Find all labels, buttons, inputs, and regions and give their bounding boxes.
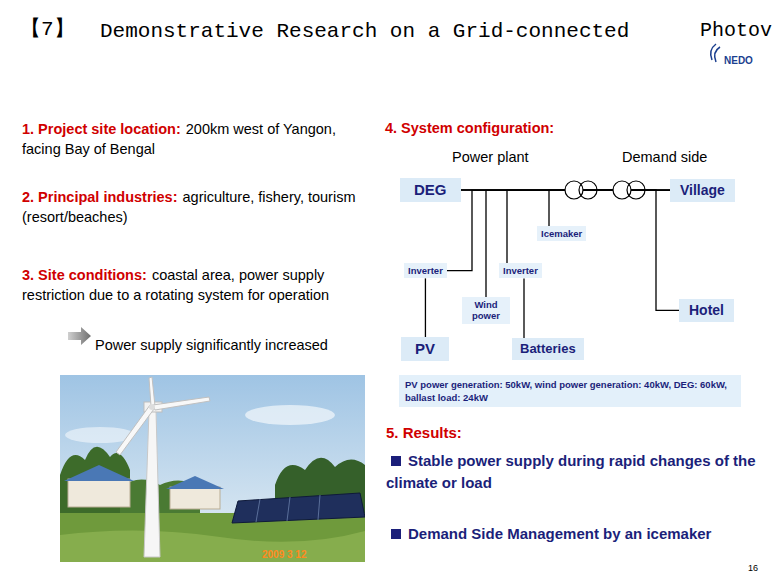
transformer-coil bbox=[627, 181, 645, 199]
spec-note-box: PV power generation: 50kW, wind power ge… bbox=[399, 375, 741, 407]
house-roof bbox=[64, 465, 134, 481]
text-block: 16 bbox=[748, 556, 758, 578]
title-fragment: Photov bbox=[700, 19, 772, 42]
turbine-hub bbox=[149, 404, 155, 410]
section-heading: 1. Project site location: bbox=[22, 121, 181, 137]
node-label: PV power generation: 50kW, wind power ge… bbox=[405, 378, 735, 404]
text-block: Power plant bbox=[452, 147, 529, 167]
text-block: Power supply significantly increased bbox=[95, 335, 328, 355]
node-label: Wind power bbox=[466, 299, 506, 322]
column-heading: Power plant bbox=[452, 149, 529, 165]
bullet bbox=[391, 456, 401, 466]
node-label: Village bbox=[680, 182, 725, 199]
text-block: 【7】 bbox=[20, 20, 75, 40]
load-box: Village bbox=[670, 179, 735, 202]
node-label: DEG bbox=[414, 181, 447, 199]
cloud bbox=[245, 405, 335, 425]
text-block: Demand side bbox=[622, 147, 707, 167]
text-block: Photov bbox=[700, 21, 772, 41]
source-box: DEG bbox=[400, 178, 461, 202]
power-line bbox=[447, 190, 670, 270]
result-text: Demand Side Management by an icemaker bbox=[408, 525, 711, 542]
turbine-blade bbox=[116, 405, 154, 455]
sky bbox=[60, 375, 365, 562]
text-block: 1. Project site location:200km west of Y… bbox=[22, 119, 340, 159]
power-line bbox=[486, 190, 670, 297]
section-heading: 4. System configuration: bbox=[385, 120, 554, 136]
result-note: Power supply significantly increased bbox=[95, 337, 328, 353]
power-line bbox=[507, 190, 670, 263]
source-box: PV bbox=[401, 337, 449, 361]
storage-box: Batteries bbox=[512, 338, 584, 360]
page-number: 16 bbox=[748, 563, 758, 573]
inverter-box: Inverter bbox=[499, 263, 542, 278]
grass bbox=[60, 530, 365, 562]
bus-line bbox=[597, 189, 613, 190]
text-block: 2. Principal industries:agriculture, fis… bbox=[22, 187, 362, 227]
house-roof bbox=[166, 476, 224, 489]
source-box: Wind power bbox=[462, 297, 510, 324]
result-text: Stable power supply during rapid changes… bbox=[386, 452, 756, 491]
turbine-blade bbox=[153, 397, 210, 410]
solar-array bbox=[318, 495, 320, 520]
logo-text: NEDO bbox=[724, 55, 753, 66]
node-label: Hotel bbox=[689, 302, 724, 319]
transformer-coil bbox=[613, 181, 631, 199]
bullet bbox=[391, 529, 401, 539]
text-block: 2009 3 12 bbox=[262, 543, 307, 565]
section-heading: 5. Results: bbox=[386, 424, 462, 441]
node-label: Batteries bbox=[520, 341, 576, 357]
load-box: Hotel bbox=[679, 299, 734, 322]
power-line bbox=[425, 278, 426, 337]
pointer-arrow bbox=[68, 327, 91, 345]
section-heading: 3. Site conditions: bbox=[22, 267, 147, 283]
solar-array bbox=[287, 497, 290, 521]
node-label: Icemaker bbox=[541, 228, 582, 239]
logo-arc bbox=[715, 47, 720, 62]
slide-number: 【7】 bbox=[20, 18, 75, 41]
date-stamp: 2009 3 12 bbox=[262, 549, 307, 560]
text-block: 4. System configuration: bbox=[385, 118, 559, 138]
solar-array bbox=[256, 499, 260, 522]
text-block: 3. Site conditions:coastal area, power s… bbox=[22, 265, 362, 305]
node-label: PV bbox=[415, 340, 435, 358]
turbine-blade bbox=[149, 377, 155, 406]
turbine-tower bbox=[144, 411, 160, 557]
power-line bbox=[461, 190, 679, 310]
solar-array bbox=[232, 493, 365, 523]
grass bbox=[60, 513, 365, 562]
load-box: Icemaker bbox=[537, 226, 586, 241]
node-label: Inverter bbox=[408, 265, 443, 276]
column-heading: Demand side bbox=[622, 149, 707, 165]
text-block: NEDO bbox=[724, 49, 753, 71]
house-wall bbox=[170, 487, 220, 509]
power-line bbox=[523, 278, 524, 338]
slide-title: Demonstrative Research on a Grid-connect… bbox=[100, 20, 629, 43]
text-block: Demand Side Management by an icemaker bbox=[386, 523, 772, 545]
node-label: Inverter bbox=[503, 265, 538, 276]
text-block: 5. Results: bbox=[386, 423, 462, 443]
transformer-coil bbox=[579, 181, 597, 199]
text-block: Stable power supply during rapid changes… bbox=[386, 450, 772, 494]
inverter-box: Inverter bbox=[404, 263, 447, 278]
wind-turbine-photo bbox=[60, 375, 365, 562]
transformer-coil bbox=[565, 181, 583, 199]
house-wall bbox=[68, 479, 130, 507]
section-heading: 2. Principal industries: bbox=[22, 189, 178, 205]
pointer-arrow bbox=[68, 327, 91, 345]
